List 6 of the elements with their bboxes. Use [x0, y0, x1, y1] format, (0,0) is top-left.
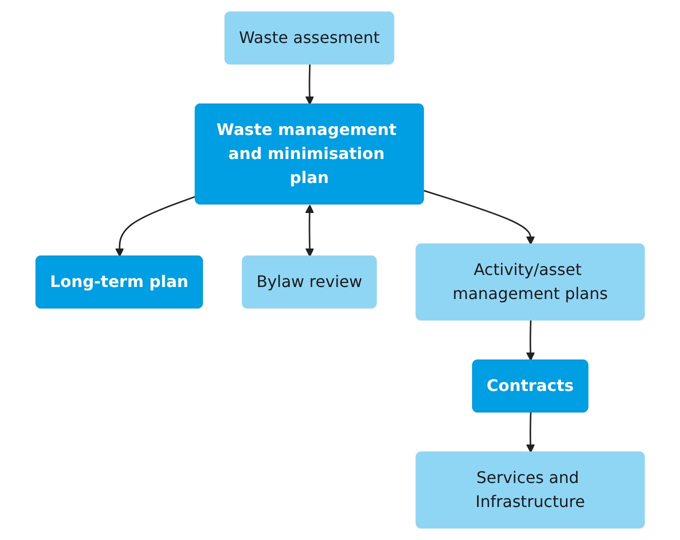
arrow: [115, 196, 196, 257]
arrow: [526, 412, 535, 453]
arrow: [305, 204, 314, 257]
arrow: [305, 64, 314, 105]
arrow: [526, 320, 535, 361]
arrow: [424, 190, 535, 245]
